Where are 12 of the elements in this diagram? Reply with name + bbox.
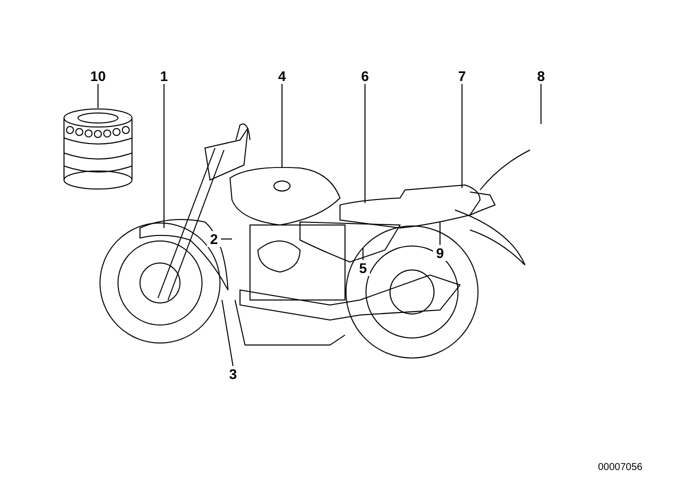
callout-number: 9 [433,245,447,261]
callout-number: 2 [207,231,221,247]
leader-line [222,300,234,366]
tape-roll-drawing [62,108,134,190]
leader-line [220,238,232,240]
leader-line [364,84,366,204]
callout-number: 5 [356,260,370,276]
callout-number: 4 [275,68,289,84]
drawing-number: 00007056 [598,462,642,473]
callout-number: 10 [88,68,108,84]
leader-line [362,248,364,260]
leader-line [540,84,542,124]
